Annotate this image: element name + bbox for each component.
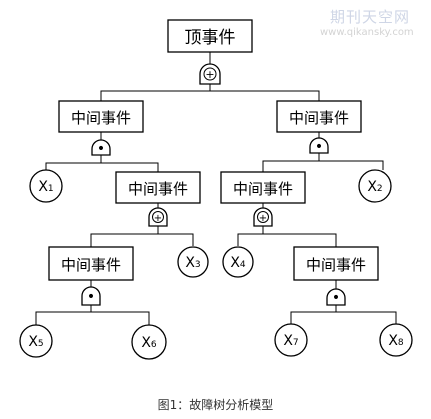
intermediate-event-label: 中间事件 — [306, 256, 366, 274]
intermediate-event-label: 中间事件 — [71, 109, 131, 127]
basic-event-subscript: 3 — [195, 260, 201, 270]
intermediate-event-label: 中间事件 — [233, 180, 293, 198]
svg-text:X8: X8 — [388, 333, 404, 349]
watermark-site-name: 期刊天空网 — [330, 8, 411, 26]
basic-event-subscript: 8 — [398, 338, 404, 348]
basic-event-subscript: 7 — [293, 338, 299, 348]
figure-caption: 图1：故障树分析模型 — [157, 398, 274, 412]
intermediate-event-right-mid: 中间事件 — [220, 171, 306, 204]
and-gate-bottom-left: • — [81, 286, 101, 306]
fault-tree-diagram: 顶事件 中间事件 中间事件 中间事件 中间事件 中间事件 中间事件 + + + — [19, 19, 413, 360]
basic-event-label: X — [388, 333, 398, 349]
basic-event-x4: X4 — [222, 246, 254, 278]
basic-event-subscript: 1 — [48, 184, 54, 194]
basic-event-x7: X7 — [274, 323, 308, 357]
or-gate-left-mid: + — [148, 207, 168, 227]
svg-text:X1: X1 — [38, 179, 53, 195]
basic-event-x5: X5 — [19, 324, 53, 358]
intermediate-event-left-mid: 中间事件 — [115, 171, 201, 204]
basic-event-x6: X6 — [131, 324, 167, 360]
basic-event-label: X — [28, 334, 38, 350]
top-event-label: 顶事件 — [185, 28, 236, 48]
and-gate-symbol: • — [315, 139, 323, 155]
basic-event-label: X — [38, 179, 48, 195]
watermark-url: www.qikansky.com — [320, 27, 414, 38]
svg-text:X5: X5 — [28, 334, 43, 350]
or-gate-top: + — [199, 63, 221, 85]
svg-text:X6: X6 — [141, 335, 157, 351]
basic-event-subscript: 4 — [240, 260, 246, 270]
basic-event-subscript: 6 — [151, 340, 157, 350]
intermediate-event-bottom-left: 中间事件 — [48, 246, 134, 281]
connector-lines — [35, 52, 397, 325]
and-gate-symbol: • — [87, 289, 95, 305]
and-gate-bottom-right: • — [326, 288, 346, 306]
basic-event-label: X — [141, 335, 151, 351]
basic-event-label: X — [367, 179, 377, 195]
intermediate-event-left: 中间事件 — [58, 100, 144, 133]
basic-event-subscript: 5 — [38, 339, 44, 349]
intermediate-event-label: 中间事件 — [61, 256, 121, 274]
basic-event-x2: X2 — [358, 169, 392, 203]
basic-event-x8: X8 — [379, 323, 413, 357]
top-event: 顶事件 — [167, 19, 253, 53]
and-gate-left: • — [91, 139, 111, 157]
svg-text:X3: X3 — [185, 255, 200, 271]
basic-event-label: X — [185, 255, 195, 271]
or-gate-symbol: + — [259, 213, 267, 224]
svg-text:X2: X2 — [367, 179, 382, 195]
basic-event-x3: X3 — [177, 246, 209, 278]
or-gate-symbol: + — [205, 68, 214, 81]
basic-event-subscript: 2 — [377, 184, 383, 194]
and-gate-symbol: • — [332, 290, 340, 306]
basic-event-x1: X1 — [29, 169, 63, 203]
and-gate-symbol: • — [97, 141, 105, 157]
basic-event-label: X — [230, 255, 240, 271]
or-gate-symbol: + — [154, 213, 162, 224]
intermediate-event-right: 中间事件 — [276, 100, 362, 133]
svg-text:X7: X7 — [283, 333, 298, 349]
or-gate-right-mid: + — [253, 207, 273, 227]
svg-text:X4: X4 — [230, 255, 246, 271]
basic-event-label: X — [283, 333, 293, 349]
intermediate-event-label: 中间事件 — [289, 109, 349, 127]
and-gate-right: • — [309, 137, 329, 155]
intermediate-event-label: 中间事件 — [128, 180, 188, 198]
intermediate-event-bottom-right: 中间事件 — [293, 246, 379, 281]
